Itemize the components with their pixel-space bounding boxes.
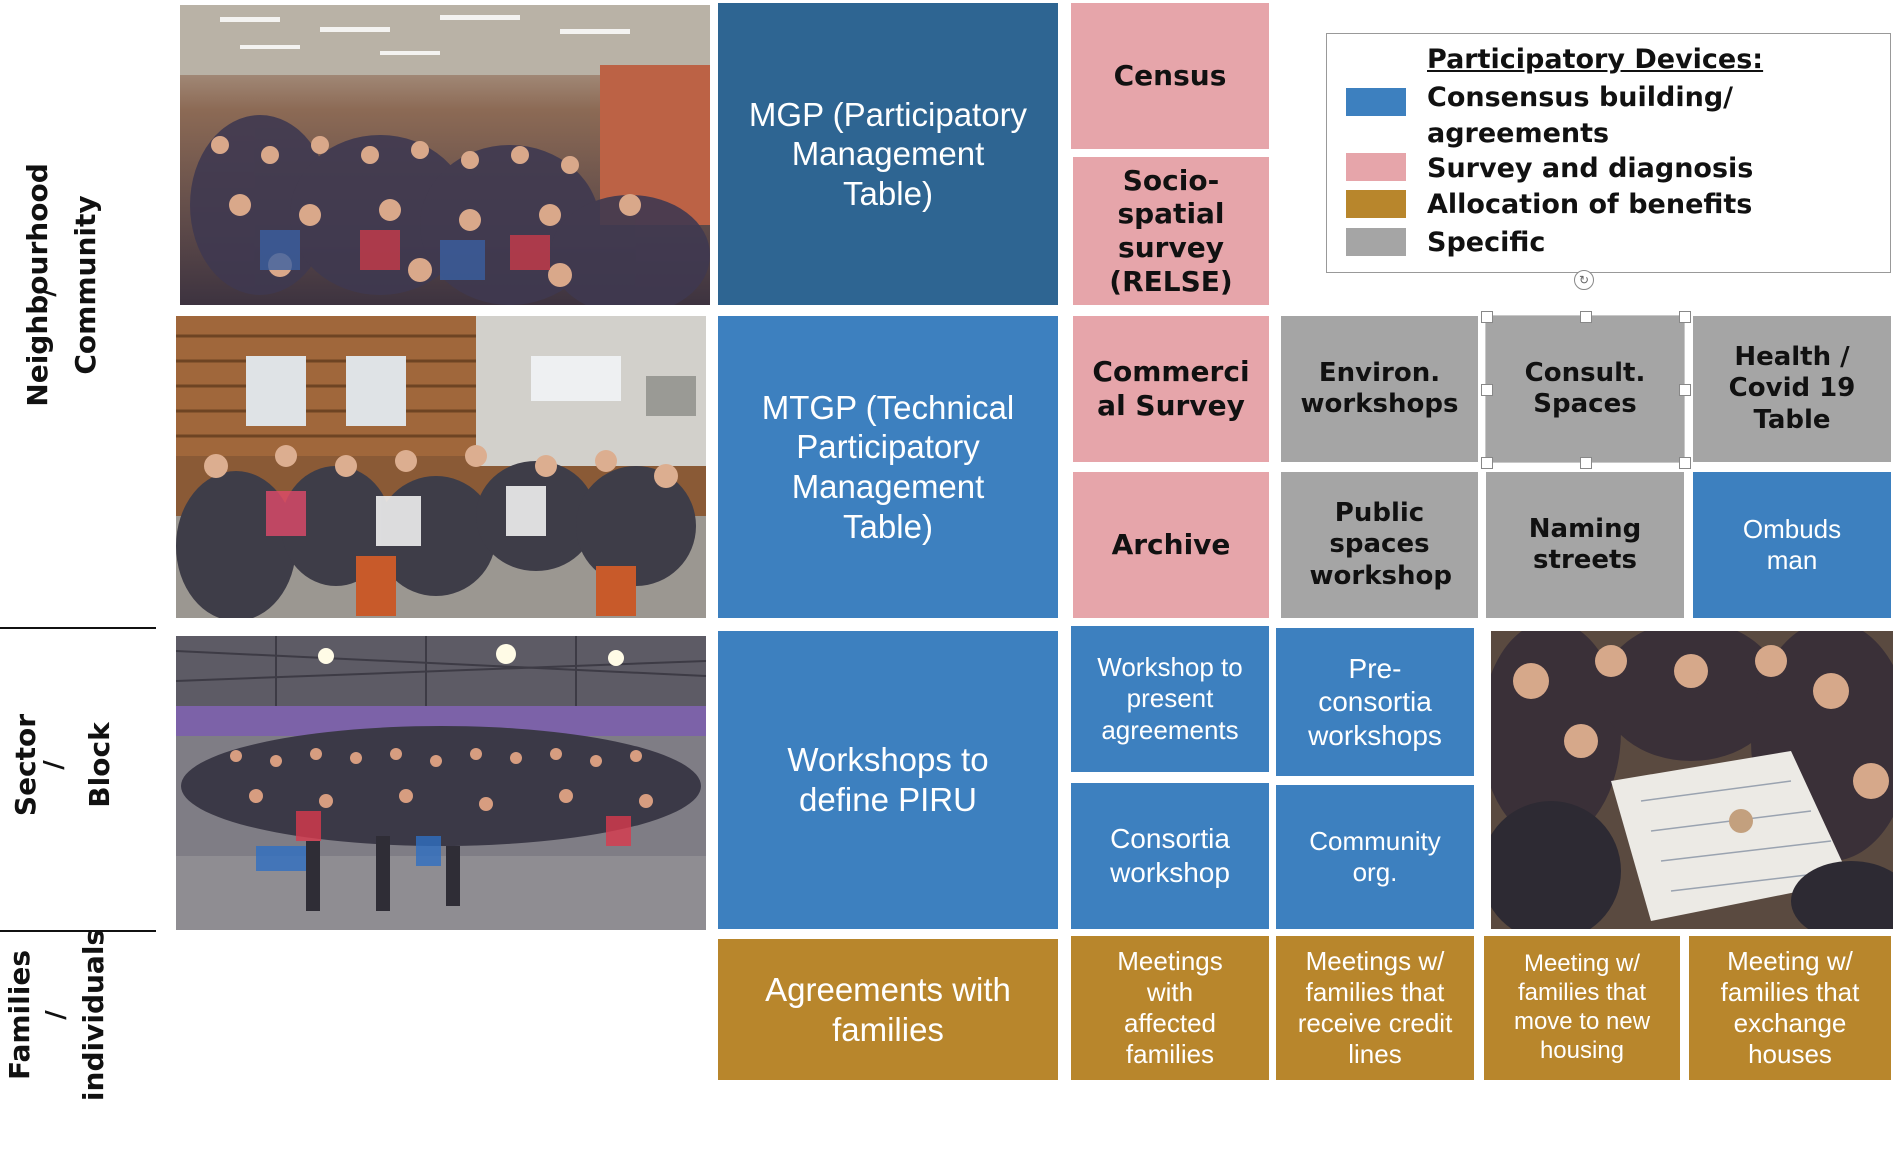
new-housing-box: Meeting w/ families that move to new hou… bbox=[1484, 936, 1680, 1080]
health-covid-box: Health / Covid 19 Table bbox=[1693, 316, 1891, 462]
piru-workshops-box: Workshops to define PIRU bbox=[718, 631, 1058, 929]
rotate-handle-icon[interactable]: ↻ bbox=[1574, 270, 1594, 290]
legend-item-consensus: Consensus building/ agreements bbox=[1427, 82, 1734, 149]
environ-workshops-box: Environ. workshops bbox=[1281, 316, 1478, 462]
census-box: Census bbox=[1071, 3, 1269, 149]
selection-handle-bm[interactable] bbox=[1580, 457, 1592, 469]
selection-handle-br[interactable] bbox=[1679, 457, 1691, 469]
legend bbox=[1326, 33, 1891, 273]
selection-handle-tl[interactable] bbox=[1481, 311, 1493, 323]
assembly-hall-photo bbox=[180, 5, 710, 305]
mtgp-box: MTGP (Technical Participatory Management… bbox=[718, 316, 1058, 618]
scale-divider-2 bbox=[0, 930, 156, 932]
scale-label-individuals: individuals bbox=[77, 928, 110, 1102]
selection-handle-tm[interactable] bbox=[1580, 311, 1592, 323]
scale-label-community: Community bbox=[69, 195, 102, 375]
gymnasium-assembly-photo bbox=[176, 636, 706, 930]
ombudsman-box: Ombuds man bbox=[1693, 472, 1891, 618]
legend-title: Participatory Devices: bbox=[1427, 44, 1764, 75]
planning-map-photo bbox=[1491, 631, 1893, 929]
pre-consortia-box: Pre-consortia workshops bbox=[1276, 628, 1474, 776]
selection-handle-tr[interactable] bbox=[1679, 311, 1691, 323]
exchange-houses-box: Meeting w/ families that exchange houses bbox=[1689, 936, 1891, 1080]
archive-box: Archive bbox=[1073, 472, 1269, 618]
legend-item-allocation: Allocation of benefits bbox=[1427, 189, 1753, 220]
legend-item-specific: Specific bbox=[1427, 227, 1546, 258]
relse-box: Socio-spatial survey (RELSE) bbox=[1073, 157, 1269, 305]
selection-handle-mr[interactable] bbox=[1679, 384, 1691, 396]
agreements-families-box: Agreements with families bbox=[718, 939, 1058, 1080]
legend-swatch-allocation bbox=[1346, 190, 1406, 218]
present-agreements-box: Workshop to present agreements bbox=[1071, 626, 1269, 772]
selection-handle-ml[interactable] bbox=[1481, 384, 1493, 396]
naming-streets-box: Naming streets bbox=[1486, 472, 1684, 618]
legend-swatch-survey bbox=[1346, 153, 1406, 181]
legend-swatch-consensus bbox=[1346, 88, 1406, 116]
selection-handle-bl[interactable] bbox=[1481, 457, 1493, 469]
consortia-workshop-box: Consortia workshop bbox=[1071, 783, 1269, 929]
community-org-box: Community org. bbox=[1276, 785, 1474, 929]
credit-lines-box: Meetings w/ families that receive credit… bbox=[1276, 936, 1474, 1080]
mgp-box: MGP (Participatory Management Table) bbox=[718, 3, 1058, 305]
scale-divider-1 bbox=[0, 627, 156, 629]
consult-spaces-box[interactable]: Consult. Spaces bbox=[1485, 315, 1685, 463]
meeting-room-photo bbox=[176, 316, 706, 618]
affected-families-box: Meetings with affected families bbox=[1071, 936, 1269, 1080]
public-spaces-box: Public spaces workshop bbox=[1281, 472, 1478, 618]
legend-item-survey: Survey and diagnosis bbox=[1427, 153, 1754, 184]
legend-swatch-specific bbox=[1346, 228, 1406, 256]
commercial-survey-box: Commercial Survey bbox=[1073, 316, 1269, 462]
